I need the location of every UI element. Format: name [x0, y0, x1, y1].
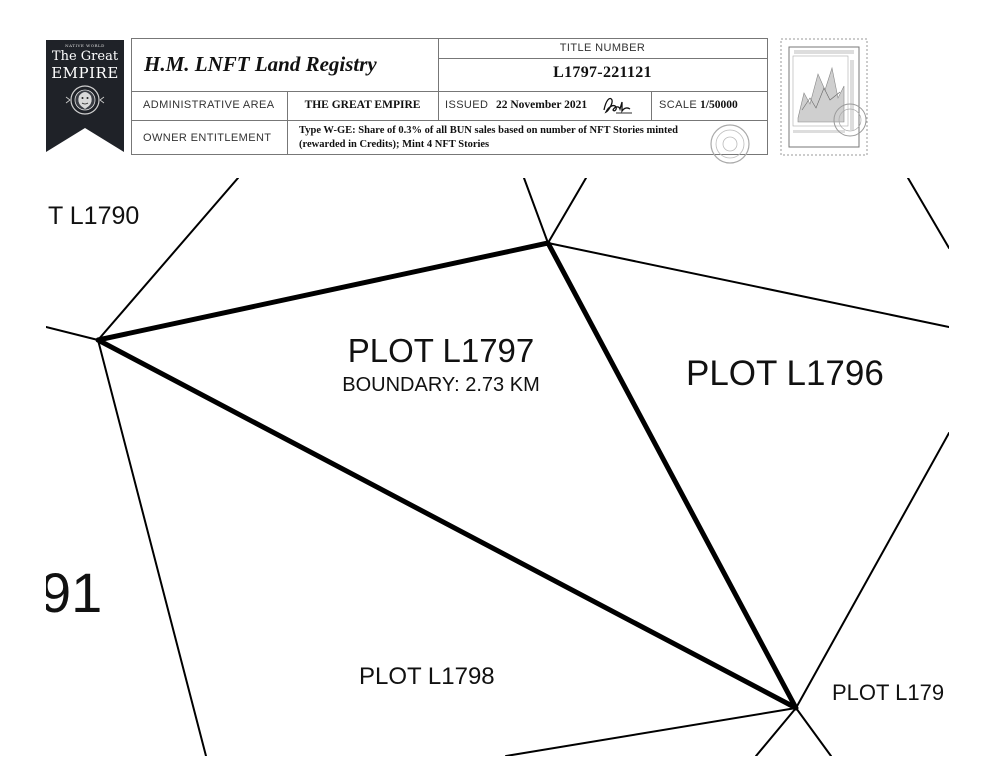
boundary-line — [795, 707, 832, 756]
admin-area-value: THE GREAT EMPIRE — [304, 99, 421, 111]
admin-area-label: ADMINISTRATIVE AREA — [143, 99, 275, 111]
boundary-line — [97, 339, 207, 756]
plot-label-l1796: PLOT L1796 — [686, 354, 884, 393]
issued-label: ISSUED — [445, 99, 489, 111]
plot-label-l1799: PLOT L179 — [832, 680, 945, 705]
boundary-line — [46, 326, 99, 341]
plot-l1797-boundary — [95, 240, 799, 711]
plot-label-l1797: PLOT L1797 — [347, 332, 535, 369]
boundary-line — [755, 707, 797, 756]
plot-boundary-l1797: BOUNDARY: 2.73 KM — [342, 374, 540, 396]
boundary-line — [505, 707, 797, 756]
empire-emblem: NATIVE WORLD The Great EMPIRE — [46, 40, 124, 152]
plot-boundaries — [46, 178, 949, 756]
signature-icon — [603, 97, 632, 114]
owner-entitlement-value: Type W-GE: Share of 0.3% of all BUN sale… — [299, 124, 739, 152]
boundary-line — [547, 242, 949, 328]
emblem-small-text: NATIVE WORLD — [65, 43, 105, 48]
issued-date: 22 November 2021 — [496, 99, 588, 111]
boundary-line — [547, 178, 587, 244]
plot-map: T L1790 PLOT L1797 BOUNDARY: 2.73 KM PLO… — [46, 178, 949, 756]
boundary-line — [523, 178, 549, 244]
boundary-line — [907, 178, 949, 249]
scale-label: SCALE — [659, 99, 698, 111]
registry-title: H.M. LNFT Land Registry — [144, 52, 377, 76]
plot-label-l1791: 91 — [46, 561, 103, 624]
round-seal-icon — [710, 124, 750, 164]
boundary-line — [97, 178, 239, 341]
plot-label-l1790: T L1790 — [48, 202, 140, 230]
title-number-value: L1797-221121 — [553, 64, 652, 81]
boundary-line — [795, 432, 949, 709]
postage-stamp-icon — [780, 38, 868, 156]
emblem-line1: The Great — [51, 49, 119, 64]
registry-header: H.M. LNFT Land Registry TITLE NUMBER L17… — [131, 38, 768, 164]
title-number-label: TITLE NUMBER — [559, 42, 646, 54]
plot-label-l1798: PLOT L1798 — [359, 663, 495, 690]
scale-value: 1/50000 — [700, 99, 738, 111]
owner-line-1: Type W-GE: Share of 0.3% of all BUN sale… — [299, 125, 678, 136]
banner-shape — [46, 40, 124, 152]
owner-line-2: (rewarded in Credits); Mint 4 NFT Storie… — [299, 139, 490, 150]
emblem-line2: EMPIRE — [51, 64, 119, 82]
owner-entitlement-label: OWNER ENTITLEMENT — [143, 132, 272, 144]
